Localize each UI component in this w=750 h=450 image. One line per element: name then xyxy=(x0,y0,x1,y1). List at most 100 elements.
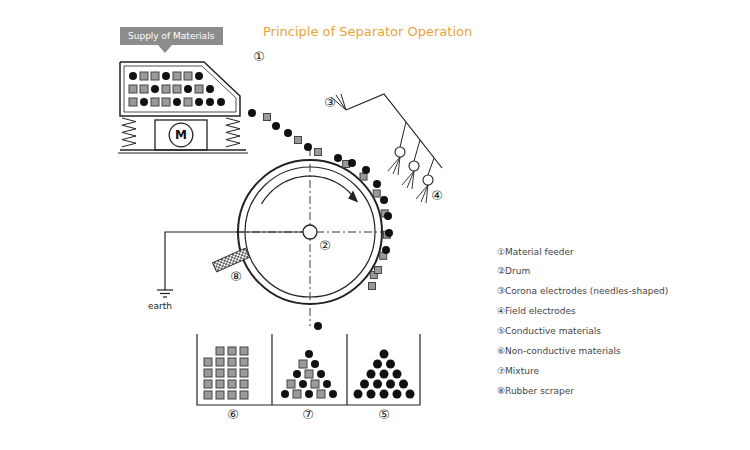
conductive-particle xyxy=(382,246,390,254)
conductive-particle xyxy=(173,98,181,106)
non-conductive-particle xyxy=(204,358,212,366)
conductive-particle xyxy=(348,159,356,167)
field-needle xyxy=(407,171,414,188)
conductive-particle xyxy=(284,129,292,137)
conductive-particle xyxy=(281,390,289,398)
non-conductive-particle xyxy=(240,358,248,366)
legend-entry: ⑥Non-conductive materials xyxy=(497,346,621,356)
non-conductive-particle xyxy=(311,380,319,388)
conductive-particle xyxy=(151,85,159,93)
conductive-particle xyxy=(334,154,342,162)
legend-entry: ①Material feeder xyxy=(497,247,574,257)
conductive-particle xyxy=(184,85,192,93)
conductive-particle xyxy=(317,370,325,378)
field-needle xyxy=(416,185,428,199)
conductive-particle xyxy=(311,360,319,368)
conductive-particle xyxy=(206,85,214,93)
motor-housing xyxy=(155,120,207,150)
rubber-scraper xyxy=(213,248,250,272)
non-conductive-particle xyxy=(184,98,192,106)
conductive-particle xyxy=(323,380,331,388)
conductive-particle xyxy=(195,98,203,106)
bin-divider xyxy=(346,334,347,405)
field-needle xyxy=(421,185,428,202)
non-conductive-particle xyxy=(373,190,380,197)
non-conductive-particle xyxy=(151,98,159,106)
non-conductive-particle xyxy=(295,137,302,144)
conductive-particle xyxy=(329,390,337,398)
field-needle xyxy=(388,157,400,171)
field-electrode xyxy=(395,147,405,157)
non-conductive-particle xyxy=(228,369,236,377)
legend-entry: ⑤Conductive materials xyxy=(497,326,601,336)
callout-number: ② xyxy=(319,239,331,254)
drawing xyxy=(118,45,442,405)
conductive-particle xyxy=(314,322,322,330)
earth-wire xyxy=(165,232,303,290)
non-conductive-particle xyxy=(369,283,376,290)
non-conductive-particle xyxy=(375,267,382,274)
non-conductive-particle xyxy=(240,391,248,399)
electrode-frame xyxy=(346,94,442,168)
non-conductive-particle xyxy=(151,72,159,80)
non-conductive-particle xyxy=(216,347,224,355)
field-needle xyxy=(426,185,428,203)
conductive-particle xyxy=(129,72,137,80)
non-conductive-particle xyxy=(299,360,307,368)
ground-symbol xyxy=(163,296,167,297)
non-conductive-particle xyxy=(317,390,325,398)
non-conductive-particle xyxy=(184,72,192,80)
conductive-particle xyxy=(362,166,370,174)
ground-symbol xyxy=(157,289,173,290)
conductive-particle xyxy=(406,390,415,399)
non-conductive-particle xyxy=(228,347,236,355)
non-conductive-particle xyxy=(129,85,137,93)
conductive-particle xyxy=(380,370,389,379)
non-conductive-particle xyxy=(216,358,224,366)
conductive-particle xyxy=(380,390,389,399)
non-conductive-particle xyxy=(162,98,170,106)
bin-divider xyxy=(271,334,272,405)
field-needle xyxy=(412,171,414,189)
non-conductive-particle xyxy=(204,369,212,377)
conductive-particle xyxy=(217,98,225,106)
non-conductive-particle xyxy=(228,358,236,366)
rotation-arrow xyxy=(262,176,355,204)
conductive-particle xyxy=(206,98,214,106)
electrode-hanger xyxy=(414,140,420,161)
conductive-particle xyxy=(380,350,389,359)
field-needle xyxy=(398,157,400,175)
field-needle xyxy=(393,157,400,174)
motor-letter: M xyxy=(175,128,187,142)
corona-needle xyxy=(341,94,346,110)
non-conductive-particle xyxy=(228,380,236,388)
non-conductive-particle xyxy=(315,149,322,156)
legend-entry: ⑦Mixture xyxy=(497,366,539,376)
non-conductive-particle xyxy=(173,85,181,93)
callout-number: ① xyxy=(253,50,265,65)
electrode-hanger xyxy=(400,122,406,147)
field-electrode xyxy=(409,161,419,171)
non-conductive-particle xyxy=(216,369,224,377)
conductive-particle xyxy=(386,380,395,389)
callout-number: ③ xyxy=(324,96,336,111)
rotation-arrowhead xyxy=(348,191,358,203)
callout-number: ⑦ xyxy=(302,408,314,423)
legend-entry: ③Corona electrodes (needles-shaped) xyxy=(497,286,668,296)
conductive-particle xyxy=(373,360,382,369)
ground-symbol xyxy=(160,293,170,294)
callout-number: ⑧ xyxy=(230,270,242,285)
spring xyxy=(122,118,136,147)
electrode-hanger xyxy=(428,158,434,175)
diagram-title: Principle of Separator Operation xyxy=(263,25,472,40)
supply-label: Supply of Materials xyxy=(128,31,214,41)
non-conductive-particle xyxy=(140,72,148,80)
motor-symbol: M xyxy=(168,122,194,148)
conductive-particle xyxy=(140,98,148,106)
conductive-particle xyxy=(367,390,376,399)
conductive-particle xyxy=(384,212,392,220)
conductive-particle xyxy=(393,370,402,379)
non-conductive-particle xyxy=(216,391,224,399)
